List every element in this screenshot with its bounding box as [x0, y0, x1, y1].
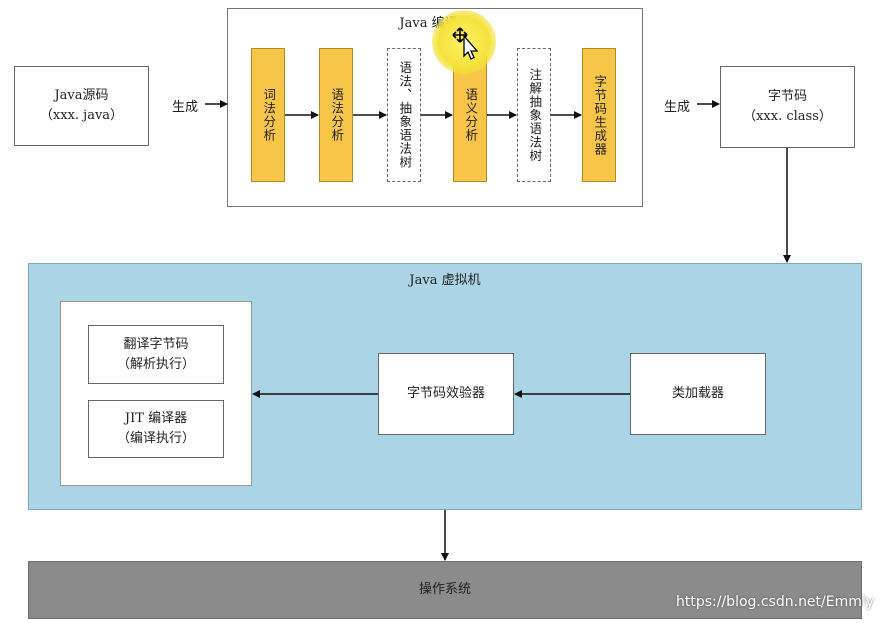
interpret-bytecode-box: 翻译字节码 （解析执行）: [88, 325, 224, 384]
class-loader-label: 类加载器: [671, 386, 724, 401]
java-source-label: Java源码: [54, 88, 109, 103]
stage-syntax-analysis: 语法分析: [319, 48, 353, 182]
java-source-ext: （xxx. java）: [39, 108, 124, 123]
stage-bytecode-generator: 字节码生成器: [582, 48, 616, 182]
move-cursor-icon: [452, 27, 479, 60]
jit-compiler-label: JIT 编译器: [124, 411, 188, 426]
stage-syntax-analysis-label: 语法分析: [329, 88, 345, 142]
stage-semantic-analysis-label: 语义分析: [463, 88, 479, 142]
interpret-bytecode-label: 翻译字节码: [123, 336, 189, 352]
bytecode-ext: （xxx. class）: [743, 109, 832, 124]
bytecode-verifier-box: 字节码效验器: [378, 353, 514, 435]
stage-syntax-tree-label: 语法、抽象语法树: [397, 61, 413, 169]
interpret-mode-label: （解析执行）: [116, 356, 195, 372]
stage-syntax-tree: 语法、抽象语法树: [387, 48, 421, 182]
generate-label-right: 生成: [664, 100, 691, 115]
java-source-box: Java源码 （xxx. java）: [14, 66, 149, 146]
generate-label-left: 生成: [172, 100, 199, 115]
operating-system-label: 操作系统: [418, 582, 471, 597]
operating-system-bar: 操作系统: [28, 561, 862, 619]
stage-lexical-analysis-label: 词法分析: [261, 88, 277, 142]
java-compiler-box: Java 编译器: [227, 8, 643, 207]
jit-compiler-box: JIT 编译器 （编译执行）: [88, 400, 224, 458]
bytecode-verifier-label: 字节码效验器: [406, 386, 485, 401]
bytecode-box: 字节码 （xxx. class）: [720, 66, 855, 148]
watermark: https://blog.csdn.net/Emmiy: [676, 594, 875, 610]
jvm-title: Java 虚拟机: [409, 273, 481, 288]
stage-lexical-analysis: 词法分析: [251, 48, 285, 182]
jit-mode-label: （编译执行）: [116, 431, 195, 446]
stage-annotated-tree: 注解抽象语法树: [517, 48, 551, 182]
class-loader-box: 类加载器: [630, 353, 766, 435]
stage-bytecode-generator-label: 字节码生成器: [592, 74, 608, 156]
stage-annotated-tree-label: 注解抽象语法树: [527, 67, 543, 163]
bytecode-label: 字节码: [767, 89, 807, 104]
